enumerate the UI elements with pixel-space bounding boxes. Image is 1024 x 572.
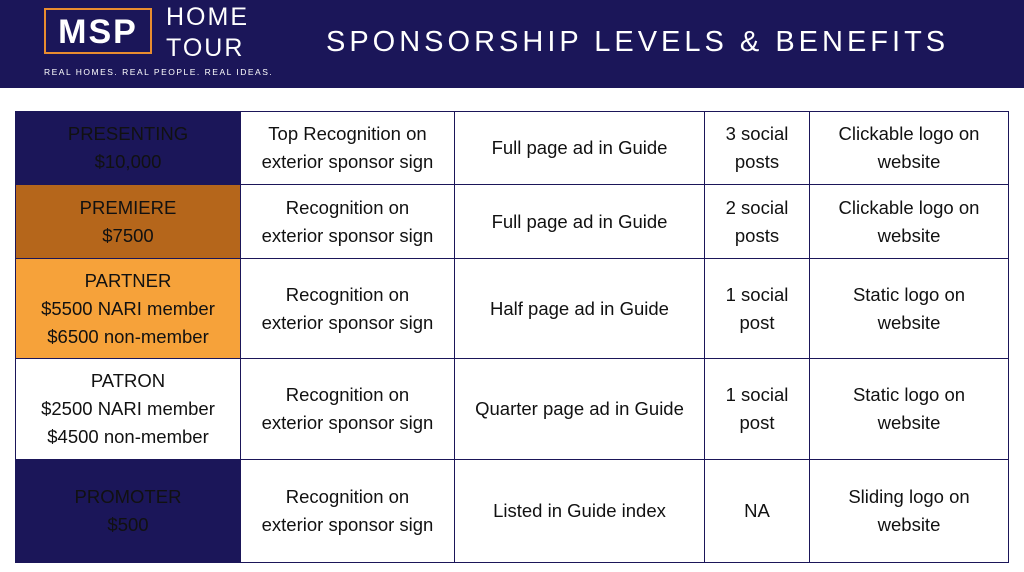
level-name: PRESENTING <box>67 123 189 144</box>
ad-cell: Listed in Guide index <box>454 459 705 563</box>
sign-line: exterior sponsor sign <box>261 224 434 246</box>
table-row-premiere: PREMIERE $7500 Recognition on exterior s… <box>15 184 1009 259</box>
level-price: $7500 <box>102 224 154 246</box>
logo-line: website <box>877 412 941 433</box>
sign-cell: Recognition on exterior sponsor sign <box>240 184 455 259</box>
level-name: PARTNER <box>84 269 172 291</box>
logo-cell: Clickable logo on website <box>809 111 1009 185</box>
msp-logo-box: MSP <box>44 8 152 54</box>
social-line: 1 social <box>725 283 789 305</box>
social-line: 1 social <box>725 384 789 405</box>
social-line: 2 social <box>725 196 789 218</box>
level-cell-premiere: PREMIERE $7500 <box>15 184 241 259</box>
sponsorship-table: PRESENTING $10,000 Top Recognition on ex… <box>15 111 1009 563</box>
sign-line: Recognition on <box>285 486 410 507</box>
sign-cell: Recognition on exterior sponsor sign <box>240 258 455 359</box>
logo-line: Clickable logo on <box>838 123 980 144</box>
sign-line: exterior sponsor sign <box>261 412 434 433</box>
level-price: $500 <box>107 514 149 535</box>
sign-cell: Recognition on exterior sponsor sign <box>240 459 455 563</box>
level-name: PREMIERE <box>79 196 177 218</box>
sign-cell: Recognition on exterior sponsor sign <box>240 358 455 460</box>
page-title: SPONSORSHIP LEVELS & BENEFITS <box>326 26 950 58</box>
logo-tagline: REAL HOMES. REAL PEOPLE. REAL IDEAS. <box>44 67 274 77</box>
table-row-promoter: PROMOTER $500 Recognition on exterior sp… <box>15 459 1009 563</box>
social-cell: NA <box>704 459 810 563</box>
sign-cell: Top Recognition on exterior sponsor sign <box>240 111 455 185</box>
sign-line: exterior sponsor sign <box>261 311 434 333</box>
ad-cell: Half page ad in Guide <box>454 258 705 359</box>
sign-line: Top Recognition on <box>268 123 427 144</box>
table-row-patron: PATRON $2500 NARI member $4500 non-membe… <box>15 358 1009 460</box>
ad-cell: Full page ad in Guide <box>454 111 705 185</box>
social-line: posts <box>734 151 780 172</box>
level-cell-promoter: PROMOTER $500 <box>15 459 241 563</box>
social-cell: 1 social post <box>704 258 810 359</box>
level-price: $4500 non-member <box>47 426 209 447</box>
header-bar: MSP HOME TOUR REAL HOMES. REAL PEOPLE. R… <box>0 0 1024 88</box>
level-price: $2500 NARI member <box>41 398 215 419</box>
level-cell-partner: PARTNER $5500 NARI member $6500 non-memb… <box>15 258 241 359</box>
logo-line: Static logo on <box>852 384 966 405</box>
logo-cell: Static logo on website <box>809 358 1009 460</box>
logo-home-text: HOME <box>166 3 249 31</box>
sign-line: exterior sponsor sign <box>261 151 434 172</box>
sign-line: Recognition on <box>285 384 410 405</box>
logo-cell: Static logo on website <box>809 258 1009 359</box>
social-cell: 3 social posts <box>704 111 810 185</box>
logo-line: website <box>877 224 941 246</box>
logo-line: Sliding logo on <box>848 486 970 507</box>
table-row-partner: PARTNER $5500 NARI member $6500 non-memb… <box>15 258 1009 359</box>
social-line: 3 social <box>725 123 789 144</box>
level-price: $10,000 <box>94 151 162 172</box>
ad-cell: Quarter page ad in Guide <box>454 358 705 460</box>
social-line: post <box>739 412 775 433</box>
sign-line: Recognition on <box>285 283 410 305</box>
logo-line: website <box>877 311 941 333</box>
logo-cell: Clickable logo on website <box>809 184 1009 259</box>
logo-line: website <box>877 514 941 535</box>
sign-line: exterior sponsor sign <box>261 514 434 535</box>
logo-tour-text: TOUR <box>166 34 245 62</box>
table-row-presenting: PRESENTING $10,000 Top Recognition on ex… <box>15 111 1009 185</box>
level-cell-presenting: PRESENTING $10,000 <box>15 111 241 185</box>
social-line: posts <box>734 224 780 246</box>
level-price: $6500 non-member <box>47 325 209 347</box>
logo-line: Static logo on <box>852 283 966 305</box>
level-name: PATRON <box>90 370 166 391</box>
logo-cell: Sliding logo on website <box>809 459 1009 563</box>
level-name: PROMOTER <box>74 486 182 507</box>
sign-line: Recognition on <box>285 196 410 218</box>
social-line: post <box>739 311 775 333</box>
logo-line: website <box>877 151 941 172</box>
social-cell: 1 social post <box>704 358 810 460</box>
level-price: $5500 NARI member <box>41 297 215 319</box>
logo-msp-text: MSP <box>58 13 138 51</box>
social-cell: 2 social posts <box>704 184 810 259</box>
level-cell-patron: PATRON $2500 NARI member $4500 non-membe… <box>15 358 241 460</box>
logo-line: Clickable logo on <box>838 196 980 218</box>
ad-cell: Full page ad in Guide <box>454 184 705 259</box>
